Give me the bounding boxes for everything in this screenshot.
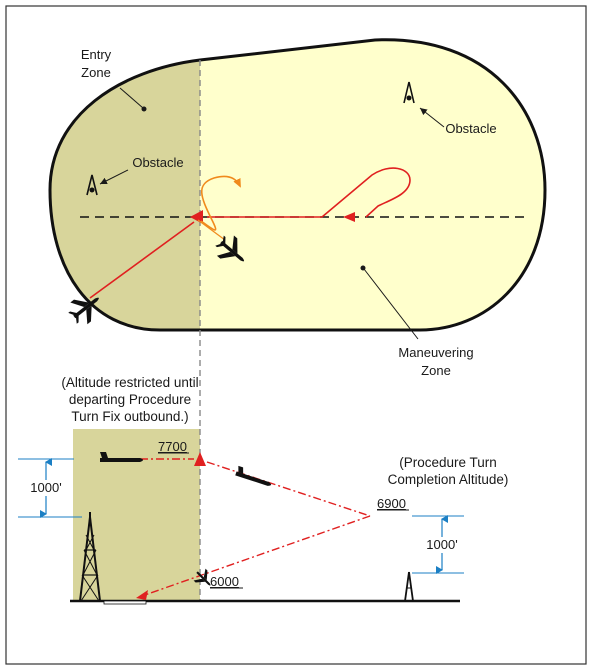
dimension-label: 1000' xyxy=(30,480,61,495)
obstacle-leader xyxy=(99,169,129,185)
altitude-label-completion: 6900 xyxy=(377,496,406,511)
tower-icon xyxy=(404,571,414,602)
aircraft-icon xyxy=(100,452,143,462)
tower-icon xyxy=(79,512,101,602)
obstacle-icon xyxy=(403,81,415,104)
obstacle-leader xyxy=(419,107,445,128)
completion-note: Completion Altitude) xyxy=(388,472,509,487)
obstacle-label: Obstacle xyxy=(445,121,496,136)
entry-zone-point xyxy=(141,106,147,112)
aircraft-icon xyxy=(193,568,211,586)
entry-track xyxy=(89,221,195,299)
entry-zone-leader xyxy=(119,87,144,109)
procedure-turn-fix-marker xyxy=(194,452,206,466)
runway-marker xyxy=(103,600,147,605)
completion-note: (Procedure Turn xyxy=(399,455,497,470)
altitude-label-low: 6000 xyxy=(210,574,239,589)
maneuvering-zone-label: Maneuvering xyxy=(398,345,473,360)
entry-zone-label: Entry xyxy=(81,47,112,62)
maneuvering-zone-leader xyxy=(363,268,419,340)
maneuvering-zone-label: Zone xyxy=(421,363,451,378)
restricted-segment-area xyxy=(73,429,200,601)
descent-arrow xyxy=(136,590,148,600)
dimension-label: 1000' xyxy=(426,537,457,552)
restriction-note: Turn Fix outbound.) xyxy=(71,409,188,424)
turn-direction-stem xyxy=(197,219,226,241)
maneuvering-zone-area xyxy=(200,39,545,331)
turn-direction-arrow xyxy=(200,175,241,231)
restriction-note: (Altitude restricted until xyxy=(61,375,198,390)
aircraft-icon xyxy=(235,465,272,486)
inbound-arrow xyxy=(343,212,355,222)
procedure-turn-fix-marker xyxy=(190,210,203,224)
procedure-turn-track xyxy=(321,167,411,218)
altitude-label-fix: 7700 xyxy=(158,439,187,454)
restriction-note: departing Procedure xyxy=(69,392,191,407)
protected-area-outline xyxy=(48,38,547,332)
entry-zone-label: Zone xyxy=(81,65,111,80)
obstacle-label: Obstacle xyxy=(132,155,183,170)
profile-view: (Altitude restricted until departing Pro… xyxy=(18,375,509,605)
profile-path xyxy=(108,458,371,597)
obstacle-icon xyxy=(86,174,98,196)
